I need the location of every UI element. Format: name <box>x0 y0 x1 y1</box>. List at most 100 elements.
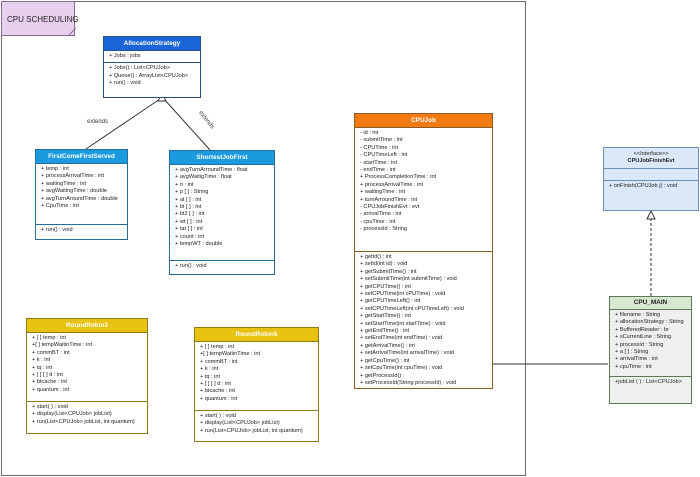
uml-member-line: + start( ) : void <box>200 413 236 419</box>
roundrobin5-class[interactable]: RoundRobin5 + [ ] temp : int+[ ] tempWai… <box>194 327 319 442</box>
uml-member-line: + display(List<CPUJob> jobList) <box>32 411 112 418</box>
sjf-name: ShortestJobFirst <box>170 151 274 164</box>
uml-member-line: + BufferedReader : br <box>615 326 669 333</box>
package-tab-fold <box>67 27 77 37</box>
fcfs-class[interactable]: FirstComeFirstServed + temp : int+ proce… <box>35 149 128 240</box>
cpujob-finish-evt-interface[interactable]: <<Interface>> CPUJobFinishEvt + onFinish… <box>603 147 699 211</box>
uml-member-line: + display(List<CPUJob> jobList) <box>200 420 280 427</box>
uml-member-line: + getCPUTimeLeft() : int <box>360 298 421 305</box>
cpu-main-class[interactable]: CPU_MAIN + filename : String+ allocation… <box>609 296 692 404</box>
sjf-class[interactable]: ShortestJobFirst + avgTurnArroundTime : … <box>169 150 275 275</box>
uml-member-line: + setCpuTime(int cpuTime) : void <box>360 365 443 372</box>
interface-stereotype: <<Interface>> <box>633 151 669 157</box>
uml-member-line: + onFinish(CPUJob j) : void <box>609 183 678 189</box>
fcfs-name: FirstComeFirstServed <box>36 150 127 163</box>
roundrobin5-name: RoundRobin5 <box>195 328 318 341</box>
uml-member-line: + processArrivalTime : int <box>41 173 105 180</box>
uml-member-line: - startTime : int <box>360 159 398 166</box>
fcfs-extends-label: extends <box>87 119 109 125</box>
fcfs-methods: + run() : void <box>36 224 127 236</box>
uml-member-line: + waitingTime : int <box>41 180 87 187</box>
cpu-main-name: CPU_MAIN <box>610 297 691 310</box>
uml-member-line: + at [ ] : int <box>175 196 202 203</box>
uml-member-line: + btcache : int <box>200 388 235 395</box>
uml-member-line: + allocationStrategy : String <box>615 319 684 326</box>
roundrobin3-attributes: + [ ] temp : int+[ ] tempWaitinTime : in… <box>27 332 147 401</box>
uml-member-line: + setArrivalTime(int arrivalTime) : void <box>360 350 454 357</box>
uml-member-line: + getCpuTime() : int <box>360 357 410 364</box>
allocation-strategy-name: AllocationStrategy <box>104 37 200 50</box>
uml-member-line: + avgTurnArroundTime : float <box>175 167 248 173</box>
uml-member-line: + k : int <box>32 357 51 364</box>
uml-member-line: + btcache : int <box>32 379 67 386</box>
uml-member-line: + run(List<CPUJob> jobList, int quantum) <box>32 418 135 425</box>
uml-member-line: - CPUJobFinishEvt : evt <box>360 204 420 211</box>
uml-member-line: - CPUTimeLeft : int <box>360 152 408 159</box>
uml-member-line: + run() : void <box>109 80 141 87</box>
uml-member-line: + tat [ ] : int <box>175 226 203 233</box>
uml-member-line: + tempWT : double <box>175 241 223 248</box>
interface-header: <<Interface>> CPUJobFinishEvt <box>604 148 698 168</box>
uml-member-line: + setEndTime(int endTime) : void <box>360 335 443 342</box>
uml-member-line: + a [ ] : String <box>615 349 649 356</box>
sjf-attributes: + avgTurnArroundTime : float+ avgWaitigT… <box>170 164 274 260</box>
uml-member-line: - processId : String <box>360 226 407 233</box>
cpu-main-methods: +jobList ( ) : List<CPUJob> <box>610 376 691 388</box>
uml-member-line: + start( ) : void <box>32 404 68 410</box>
uml-member-line: + run(List<CPUJob> jobList, int quantum) <box>200 427 303 434</box>
cpujob-attributes: - id : int- submitTime : int- CPUTime : … <box>355 127 492 251</box>
cpujob-class[interactable]: CPUJob - id : int- submitTime : int- CPU… <box>354 113 493 389</box>
package-tab: CPU SCHEDULING <box>1 1 79 36</box>
uml-member-line: + quantum : int <box>200 395 238 402</box>
interface-methods: + onFinish(CPUJob j) : void <box>604 180 698 192</box>
interface-attributes <box>604 168 698 180</box>
uml-member-line: + tq : int <box>200 373 221 380</box>
uml-member-line: + quantum : int <box>32 386 70 393</box>
uml-member-line: - submitTime : int <box>360 137 403 144</box>
interface-name: CPUJobFinishEvt <box>627 158 675 165</box>
package-label: CPU SCHEDULING <box>7 15 79 24</box>
uml-member-line: - id : int <box>360 130 379 136</box>
uml-member-line: +[ ] tempWaitinTime : int <box>32 342 93 349</box>
uml-member-line: + run() : void <box>41 227 73 233</box>
uml-member-line: + ProcessCompletionTime : int <box>360 174 437 181</box>
cpujob-methods: + getId() : int+ setId(int id) : void+ g… <box>355 251 492 389</box>
uml-member-line: + commBT : int <box>32 349 70 356</box>
uml-member-line: + Jobs : jobs <box>109 53 141 59</box>
uml-member-line: - cpuTime : int <box>360 218 396 225</box>
uml-member-line: + getId() : int <box>360 254 392 260</box>
uml-member-line: + CpuTime : int <box>41 203 79 210</box>
uml-member-line: + setSubmitTime(int submitTime) : void <box>360 276 457 283</box>
uml-member-line: + setCPUTime(int cPUTime) : void <box>360 291 446 298</box>
uml-member-line: + [ ] [ ] d : int <box>200 381 231 388</box>
roundrobin5-attributes: + [ ] temp : int+[ ] tempWaitinTime : in… <box>195 341 318 410</box>
uml-member-line: + filename : String <box>615 312 661 318</box>
uml-member-line: + bt2 [ ] : int <box>175 211 205 218</box>
allocation-strategy-attributes: + Jobs : jobs <box>104 50 200 62</box>
uml-member-line: + getArrivalTime() : int <box>360 342 415 349</box>
uml-member-line: + avgWaitingTime : double <box>41 188 107 195</box>
allocation-strategy-class[interactable]: AllocationStrategy + Jobs : jobs + Jobs(… <box>103 36 201 98</box>
uml-member-line: + tq : int <box>32 364 53 371</box>
uml-member-line: + turnArroundTime : int <box>360 196 418 203</box>
roundrobin3-class[interactable]: RoundRobin3 + [ ] temp : int+[ ] tempWai… <box>26 318 148 434</box>
uml-member-line: + processId : String <box>615 341 664 348</box>
allocation-strategy-methods: + Jobs() : List<CPUJob>+ Queue() : Array… <box>104 62 200 89</box>
uml-member-line: - CPUTime : int <box>360 144 399 151</box>
uml-member-line: + setStartTime(int startTime) : void <box>360 320 446 327</box>
uml-member-line: + Jobs() : List<CPUJob> <box>109 65 171 72</box>
uml-member-line: - endTime : int <box>360 167 396 174</box>
cpu-main-attributes: + filename : String+ allocationStrategy … <box>610 310 691 376</box>
uml-member-line: + avgTurnAroundTime : double <box>41 195 118 202</box>
uml-member-line: +[ ] tempWaitinTime : int <box>200 351 261 358</box>
uml-member-line: - arrivalTime : int <box>360 211 402 218</box>
package-frame <box>1 1 526 476</box>
uml-member-line: + [ ] temp : int <box>32 335 67 341</box>
uml-member-line: + [ ] [ ] d : int <box>32 372 63 379</box>
uml-member-line: + Queue() : ArrayList<CPUJob> <box>109 72 189 79</box>
uml-member-line: + getProcessId() : <box>360 372 405 379</box>
uml-member-line: + commBT : int <box>200 358 238 365</box>
uml-member-line: + [ ] temp : int <box>200 344 235 350</box>
cpujob-name: CPUJob <box>355 114 492 127</box>
